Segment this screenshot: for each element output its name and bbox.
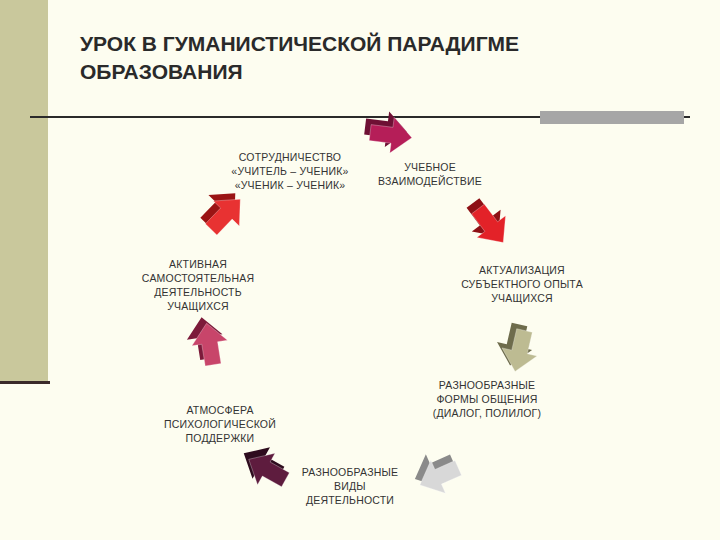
cycle-step-label: АКТУАЛИЗАЦИЯ СУБЪЕКТНОГО ОПЫТА УЧАЩИХСЯ xyxy=(447,263,597,305)
side-bar xyxy=(0,0,48,383)
block-arrow xyxy=(235,438,294,496)
cycle-step-label: РАЗНООБРАЗНЫЕ ВИДЫ ДЕЯТЕЛЬНОСТИ xyxy=(290,465,410,507)
cycle-step-label: АКТИВНАЯ САМОСТОЯТЕЛЬНАЯ ДЕЯТЕЛЬНОСТЬ УЧ… xyxy=(128,257,268,313)
cycle-step-label: СОТРУДНИЧЕСТВО «УЧИТЕЛЬ – УЧЕНИК» «УЧЕНИ… xyxy=(220,150,360,192)
slide-title: УРОК В ГУМАНИСТИЧЕСКОЙ ПАРАДИГМЕ ОБРАЗОВ… xyxy=(80,30,550,86)
block-arrow xyxy=(363,109,414,156)
block-arrow xyxy=(184,314,231,367)
block-arrow xyxy=(493,320,543,375)
cycle-step-label: АТМОСФЕРА ПСИХОЛОГИЧЕСКОЙ ПОДДЕРЖКИ xyxy=(145,403,295,445)
cycle-step-label: РАЗНООБРАЗНЫЕ ФОРМЫ ОБЩЕНИЯ (ДИАЛОГ, ПОЛ… xyxy=(432,378,542,420)
block-arrow xyxy=(408,445,466,501)
side-bar-line xyxy=(0,381,50,384)
block-arrow xyxy=(459,192,518,253)
title-rule-bar xyxy=(540,111,684,124)
cycle-step-label: УЧЕБНОЕ ВЗАИМОДЕЙСТВИЕ xyxy=(365,160,495,188)
